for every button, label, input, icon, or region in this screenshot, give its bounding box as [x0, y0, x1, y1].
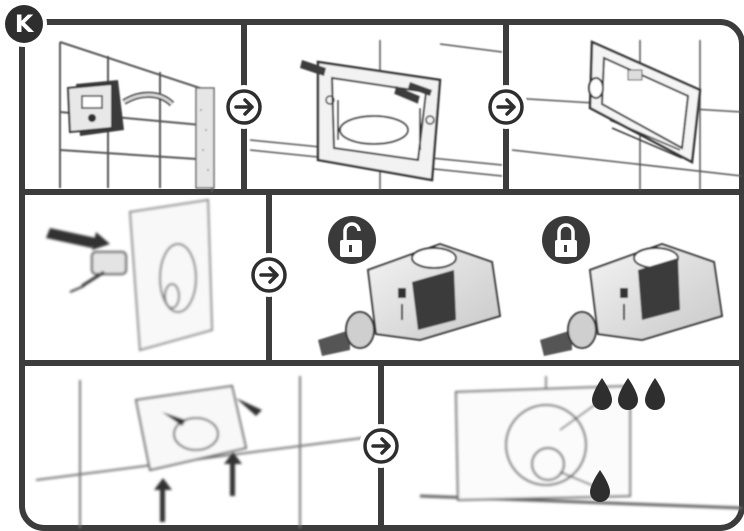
open-padlock-icon	[328, 216, 376, 264]
next-step-arrow-icon	[222, 85, 266, 129]
next-step-arrow-icon	[359, 424, 403, 468]
step-letter-badge: K	[1, 1, 47, 47]
step-letter: K	[15, 10, 35, 38]
next-step-arrow-icon	[484, 85, 528, 129]
closed-padlock-icon	[542, 216, 590, 264]
next-step-arrow-icon	[247, 253, 291, 297]
